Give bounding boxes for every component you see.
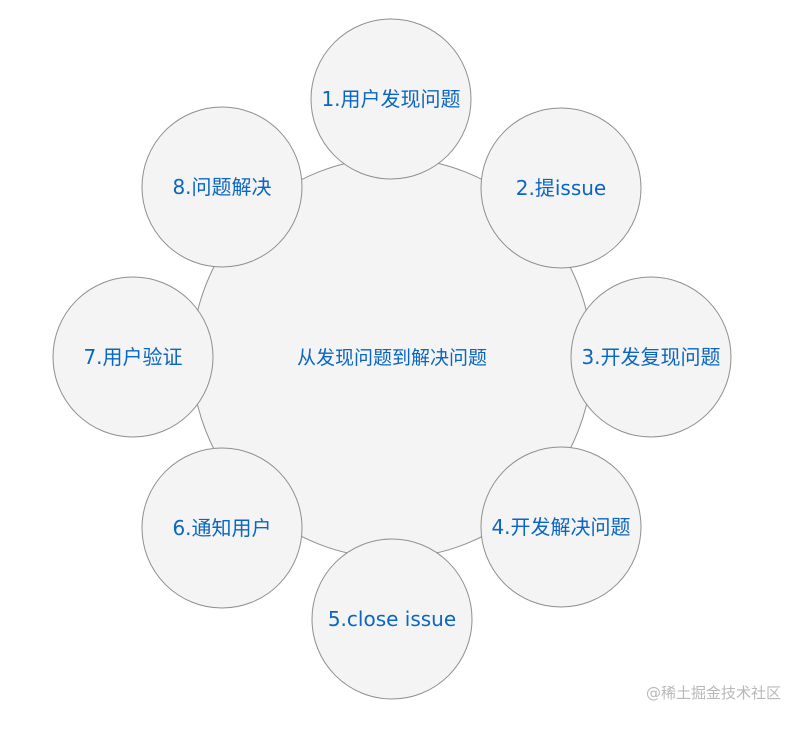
center-node: 从发现问题到解决问题 — [191, 157, 593, 559]
step-node-6: 6.通知用户 — [141, 447, 303, 609]
step-node-4: 4.开发解决问题 — [480, 446, 642, 608]
center-label: 从发现问题到解决问题 — [297, 347, 487, 369]
step-node-5: 5.close issue — [311, 538, 473, 700]
step-circle-2 — [480, 107, 642, 269]
step-label-6: 6.通知用户 — [172, 516, 271, 540]
step-circle-6 — [141, 447, 303, 609]
step-label-3: 3.开发复现问题 — [581, 345, 720, 369]
step-circle-3 — [570, 276, 732, 438]
step-circle-7 — [52, 276, 214, 438]
step-node-2: 2.提issue — [480, 107, 642, 269]
step-node-3: 3.开发复现问题 — [570, 276, 732, 438]
step-label-1: 1.用户发现问题 — [321, 87, 460, 111]
step-label-4: 4.开发解决问题 — [491, 515, 630, 539]
step-label-7: 7.用户验证 — [83, 345, 182, 369]
step-node-7: 7.用户验证 — [52, 276, 214, 438]
watermark: @稀土掘金技术社区 — [645, 684, 781, 702]
step-label-2: 2.提issue — [516, 176, 606, 200]
step-node-1: 1.用户发现问题 — [310, 18, 472, 180]
step-node-8: 8.问题解决 — [141, 106, 303, 268]
step-circle-1 — [310, 18, 472, 180]
step-label-5: 5.close issue — [328, 607, 456, 631]
step-circle-5 — [311, 538, 473, 700]
step-label-8: 8.问题解决 — [172, 175, 271, 199]
step-circle-8 — [141, 106, 303, 268]
step-circle-4 — [480, 446, 642, 608]
